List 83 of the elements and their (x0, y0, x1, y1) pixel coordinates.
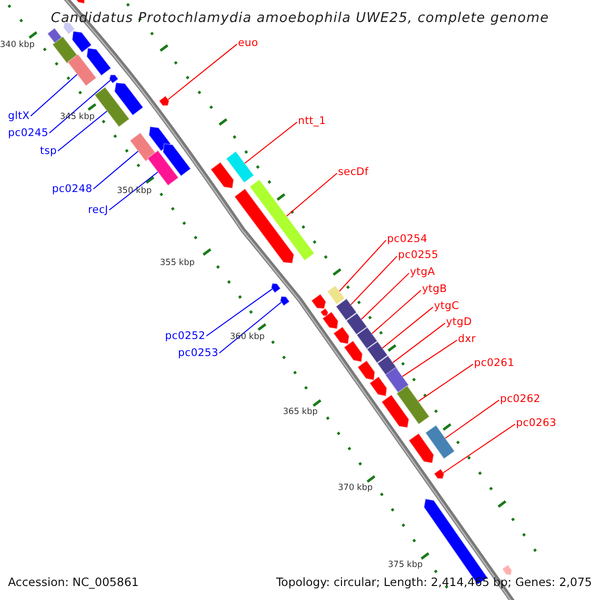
gene-block (280, 296, 290, 306)
scale-label: 340 kbp (0, 40, 35, 50)
gene-label: secDf (338, 166, 368, 178)
gene-block (335, 298, 358, 321)
gene-block (210, 162, 234, 189)
gene-block (369, 376, 388, 397)
gene-block (366, 340, 388, 364)
gene-block (108, 74, 119, 84)
leader-line (244, 122, 298, 164)
gene-block (146, 150, 180, 186)
gene-block (433, 468, 445, 480)
gene-block (94, 86, 130, 128)
leader-line (444, 400, 500, 439)
gene-block (332, 326, 350, 344)
gene-block (326, 284, 346, 306)
gene-block (162, 143, 192, 177)
gene-block (52, 36, 78, 64)
gene-block (320, 308, 329, 316)
leader-line (350, 256, 398, 306)
gene-block (502, 564, 512, 576)
gene-label: ytgA (410, 266, 435, 278)
gene-block (72, 30, 92, 54)
leader-line (360, 272, 410, 320)
gene-block (129, 132, 157, 162)
leader-line (442, 424, 516, 474)
gene-block (270, 282, 282, 294)
gene-block (310, 293, 326, 310)
gene-block (356, 326, 378, 350)
leader-line (206, 288, 273, 336)
gene-block (249, 178, 315, 262)
gene-block (384, 366, 410, 394)
gene-label: euo (238, 37, 258, 49)
leader-line (48, 80, 111, 134)
gene-block (357, 360, 376, 381)
leader-line (338, 240, 386, 292)
gene-label: pc0255 (398, 249, 438, 261)
gene-label: pc0252 (165, 330, 206, 342)
gene-label: pc0261 (474, 357, 514, 369)
gene-block (424, 424, 456, 460)
gene-label: ntt_1 (298, 115, 326, 127)
scale-label: 365 kbp (283, 407, 318, 417)
gene-label: pc0245 (8, 127, 48, 139)
gene-block (234, 188, 294, 264)
gene-block (322, 311, 339, 330)
leader-line (168, 44, 238, 100)
leader-line (382, 306, 434, 349)
gene-label: gltX (8, 110, 30, 122)
gene-block (158, 95, 170, 106)
gene-label: dxr (458, 333, 476, 345)
leader-line (392, 322, 446, 364)
gene-block (396, 385, 430, 425)
gene-label: pc0248 (52, 183, 92, 195)
gene-block (114, 82, 144, 116)
footer-text: Accession: NC_005861 (8, 575, 139, 589)
gene-block (86, 48, 112, 76)
leader-line (402, 340, 458, 377)
leader-line (57, 110, 108, 152)
gene-label: ytgD (446, 316, 472, 328)
scale-label: 370 kbp (338, 483, 373, 493)
gene-label: recJ (88, 204, 108, 216)
leader-line (108, 172, 158, 210)
leader-line (286, 172, 338, 217)
gene-label: tsp (40, 145, 57, 157)
gene-block (408, 432, 434, 464)
gene-block (148, 126, 172, 152)
gene-label: pc0253 (178, 347, 218, 359)
gene-block (380, 394, 410, 428)
leader-line (418, 364, 474, 402)
gene-block (225, 150, 255, 184)
gene-block (343, 340, 363, 362)
gene-label: pc0262 (500, 393, 540, 405)
scale-label: 355 kbp (160, 258, 195, 268)
leader-line (371, 290, 422, 334)
scale-label: 350 kbp (117, 186, 152, 196)
leader-line (30, 74, 78, 116)
gene-label: ytgB (422, 283, 447, 295)
gene-label: ytgC (434, 300, 460, 312)
gene-block (67, 53, 97, 87)
gene-block (346, 312, 368, 336)
gene-label: pc0254 (387, 233, 428, 245)
gene-label: pc0263 (516, 417, 556, 429)
leader-line (218, 302, 282, 354)
leader-line (92, 150, 139, 190)
